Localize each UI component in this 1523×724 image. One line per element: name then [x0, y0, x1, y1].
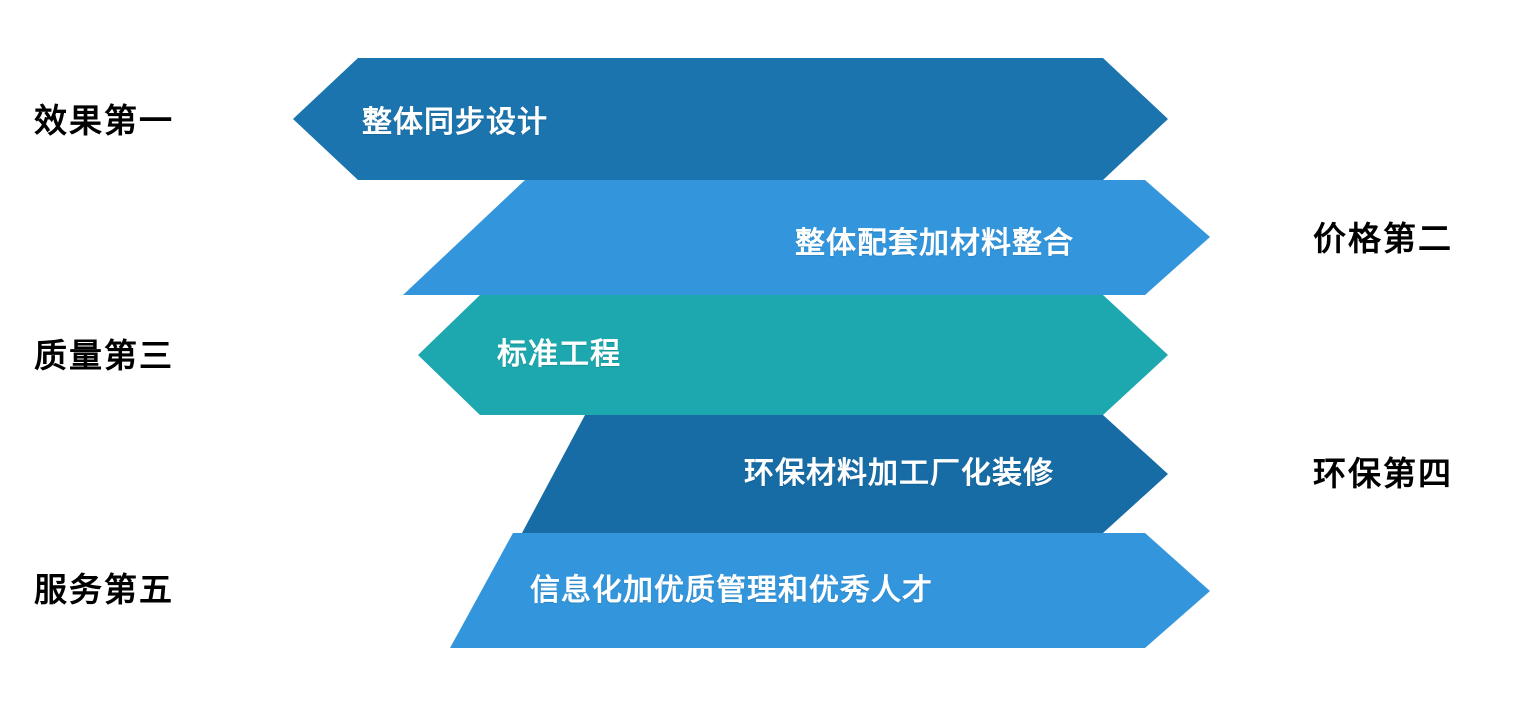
side-label-left-1: 效果第一 [34, 102, 174, 139]
band-label-4: 环保材料加工厂化装修 [744, 457, 1054, 490]
chevron-band-1[interactable] [293, 58, 1168, 180]
chevron-band-2[interactable] [403, 180, 1210, 295]
side-label-left-3: 质量第三 [34, 337, 174, 374]
band-label-2: 整体配套加材料整合 [795, 227, 1074, 260]
chevron-band-3[interactable] [418, 295, 1168, 415]
side-label-left-5: 服务第五 [34, 571, 174, 608]
band-label-1: 整体同步设计 [362, 106, 548, 139]
chevron-band-4[interactable] [522, 415, 1168, 533]
band-label-3: 标准工程 [497, 338, 621, 371]
band-label-5: 信息化加优质管理和优秀人才 [530, 574, 933, 607]
side-label-right-4: 环保第四 [1313, 455, 1453, 492]
side-label-right-2: 价格第二 [1313, 220, 1453, 257]
chevron-band-5[interactable] [450, 533, 1210, 648]
